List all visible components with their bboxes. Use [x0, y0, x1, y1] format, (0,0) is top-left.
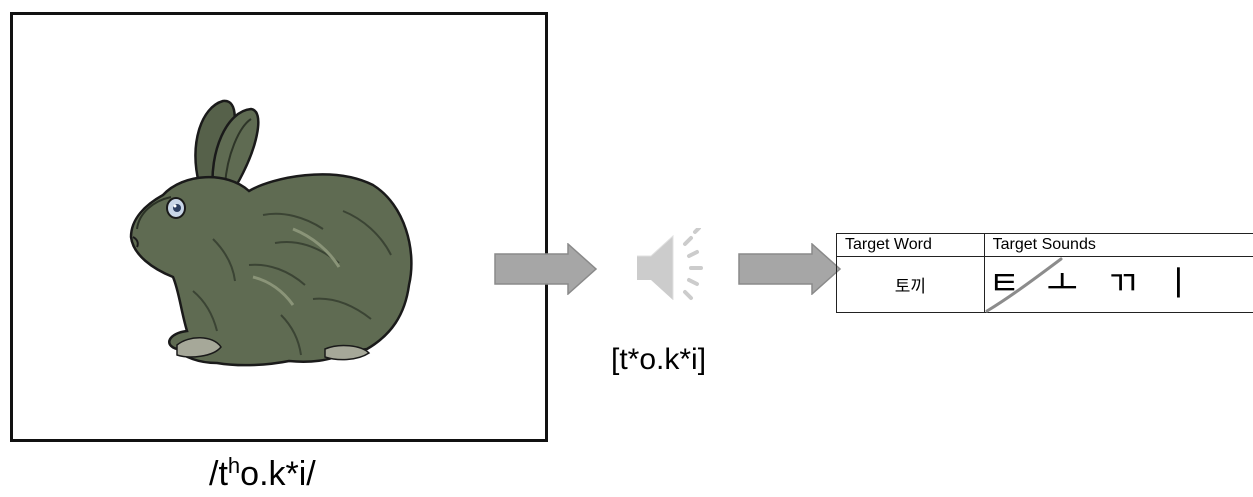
target-sound-3: ㄲ [1106, 265, 1138, 303]
table-header-row: Target Word Target Sounds [836, 233, 1253, 257]
header-target-word: Target Word [836, 233, 985, 257]
target-sound-2: ㅗ [1046, 265, 1078, 303]
phonetic-transcription: [t*o.k*i] [611, 343, 707, 376]
rabbit-illustration [129, 99, 413, 367]
right-arrow-icon [738, 243, 842, 295]
phonemic-transcription: /tho.k*i/ [209, 453, 316, 494]
target-table: Target Word Target Sounds 토끼 ㅌ ㅗ ㄲ ㅣ [836, 233, 1253, 313]
header-target-sounds: Target Sounds [983, 233, 1253, 257]
target-sound-4: ㅣ [1162, 265, 1194, 303]
target-word-cell: 토끼 [836, 256, 985, 313]
target-sounds-cell: ㅌ ㅗ ㄲ ㅣ [983, 256, 1253, 313]
table-row: 토끼 ㅌ ㅗ ㄲ ㅣ [836, 256, 1253, 313]
strikethrough-mark [985, 257, 1063, 313]
picture-card [10, 12, 548, 442]
target-sound-1: ㅌ [988, 265, 1020, 303]
speaker-icon [637, 228, 703, 300]
right-arrow-icon [494, 243, 598, 295]
